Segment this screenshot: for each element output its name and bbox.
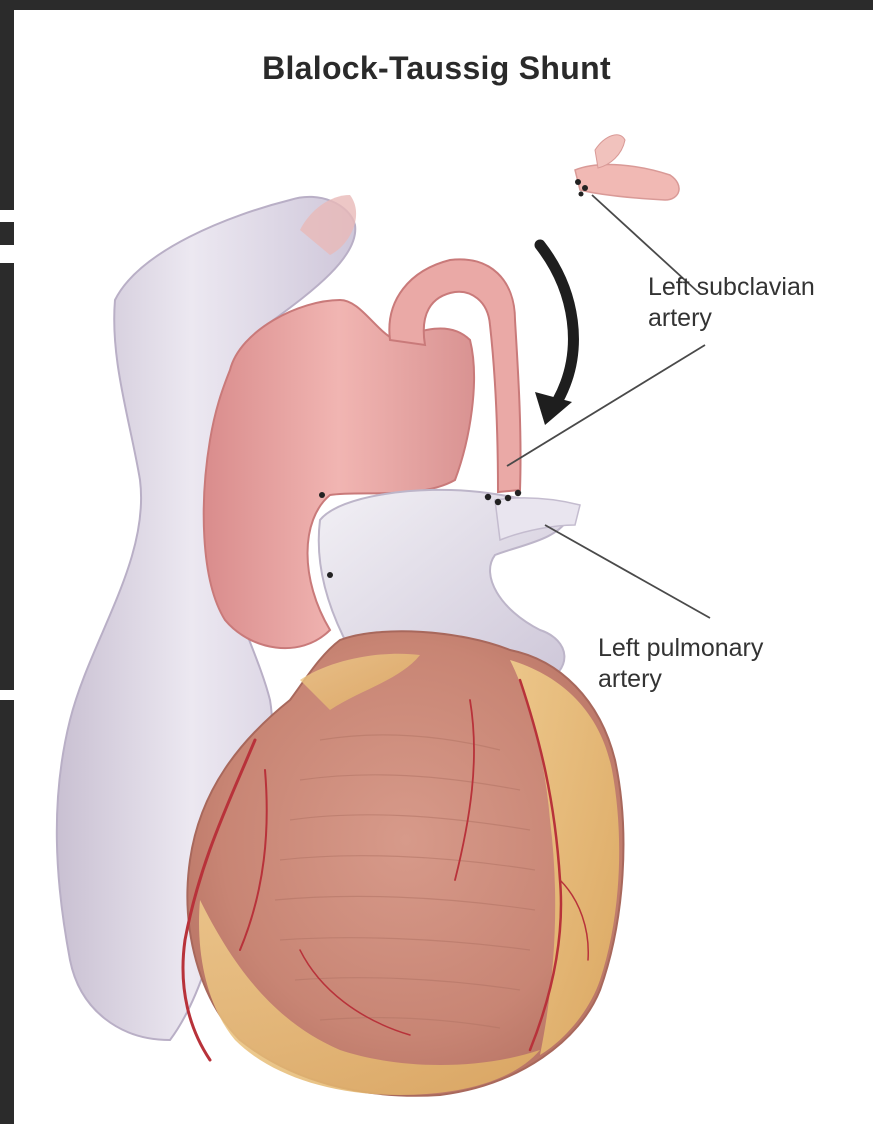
diagram-title: Blalock-Taussig Shunt (0, 50, 873, 87)
subclavian-stump (575, 165, 679, 200)
subclavian-stump-upper (595, 135, 625, 168)
label-line: Left subclavian (648, 272, 815, 303)
label-left-subclavian-artery: Left subclavian artery (648, 272, 815, 334)
label-left-pulmonary-artery: Left pulmonary artery (598, 633, 763, 695)
label-line: Left pulmonary (598, 633, 763, 664)
direction-arrow (540, 245, 573, 400)
leader-lines (507, 195, 710, 618)
label-line: artery (598, 664, 763, 695)
label-line: artery (648, 303, 815, 334)
